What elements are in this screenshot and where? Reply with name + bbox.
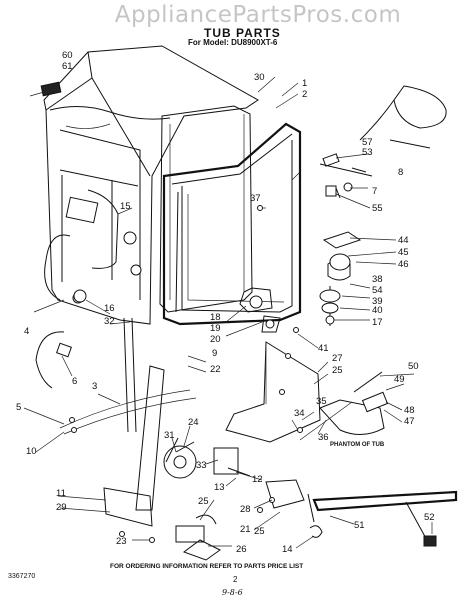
callout-5: 5 [16, 402, 21, 413]
callout-51: 51 [354, 520, 365, 531]
callout-17: 17 [372, 317, 383, 328]
callout-21: 21 [240, 524, 251, 535]
callout-3: 3 [92, 381, 97, 392]
callout-55: 55 [372, 203, 383, 214]
handwritten-date: 9-8-6 [222, 588, 243, 597]
callout-61: 61 [62, 61, 73, 72]
callout-14: 14 [282, 544, 293, 555]
diagram-title: TUB PARTS [204, 26, 281, 40]
phantom-of-tub-label: PHANTOM OF TUB [330, 442, 385, 448]
ordering-note: FOR ORDERING INFORMATION REFER TO PARTS … [110, 563, 304, 570]
callout-37: 37 [250, 193, 261, 204]
callout-28: 28 [240, 504, 251, 515]
callout-27: 27 [332, 353, 343, 364]
callout-50: 50 [408, 361, 419, 372]
callout-52: 52 [424, 512, 435, 523]
callout-31: 31 [164, 430, 175, 441]
tub-body [43, 45, 259, 325]
callout-34: 34 [294, 408, 305, 419]
callout-25b: 25 [198, 496, 209, 507]
callout-57: 57 [362, 137, 373, 148]
callout-47: 47 [404, 416, 415, 427]
hose-assembly [319, 85, 447, 199]
callout-25a: 25 [332, 365, 343, 376]
base-frame [103, 341, 321, 561]
callout-54: 54 [372, 285, 383, 296]
callout-2: 2 [302, 89, 307, 100]
door-gasket [162, 122, 302, 326]
callout-19: 19 [210, 323, 221, 334]
watermark: AppliancePartsPros.com [114, 2, 402, 28]
callout-18: 18 [210, 312, 221, 323]
model-label: For Model: DU8900XT-6 [188, 38, 278, 47]
callout-32: 32 [104, 316, 115, 327]
document-number: 3367270 [8, 573, 36, 580]
callout-10: 10 [26, 446, 37, 457]
callout-36: 36 [318, 432, 329, 443]
callouts: 60 61 30 1 2 57 53 8 7 55 15 37 44 45 46… [16, 50, 435, 555]
callout-22: 22 [210, 364, 221, 375]
callout-45: 45 [398, 247, 409, 258]
callout-16: 16 [104, 303, 115, 314]
callout-60: 60 [62, 50, 73, 61]
pump-motor [239, 231, 362, 333]
callout-29: 29 [56, 502, 67, 513]
callout-23: 23 [116, 536, 127, 547]
callout-40: 40 [372, 305, 383, 316]
callout-39: 39 [372, 296, 383, 307]
callout-15: 15 [120, 201, 131, 212]
left-side-parts [35, 81, 197, 435]
callout-12: 12 [252, 474, 263, 485]
callout-9: 9 [212, 348, 217, 359]
phantom-tub [299, 371, 458, 547]
callout-49: 49 [394, 374, 405, 385]
callout-6: 6 [72, 376, 77, 387]
callout-30: 30 [254, 72, 265, 83]
callout-48: 48 [404, 405, 415, 416]
callout-38: 38 [372, 274, 383, 285]
callout-53: 53 [362, 147, 373, 158]
callout-26: 26 [236, 544, 247, 555]
callout-46: 46 [398, 259, 409, 270]
callout-1: 1 [302, 78, 307, 89]
callout-4: 4 [24, 326, 29, 337]
callout-41: 41 [318, 343, 329, 354]
callout-13: 13 [214, 482, 225, 493]
callout-24: 24 [188, 417, 199, 428]
callout-20: 20 [210, 334, 221, 345]
callout-44: 44 [398, 235, 409, 246]
page-number: 2 [233, 575, 238, 584]
callout-35: 35 [316, 396, 327, 407]
callout-33: 33 [196, 460, 207, 471]
callout-25c: 25 [254, 526, 265, 537]
callout-8: 8 [398, 167, 403, 178]
leader-lines [23, 76, 433, 549]
callout-7: 7 [372, 186, 377, 197]
callout-11: 11 [56, 488, 66, 499]
